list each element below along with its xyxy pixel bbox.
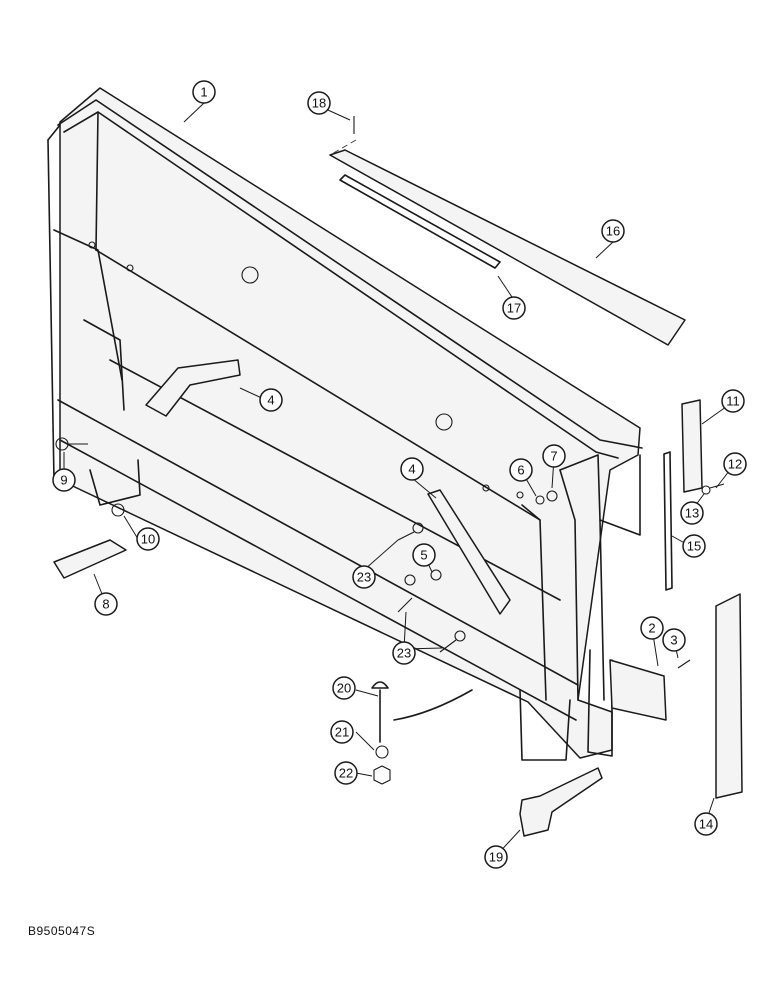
callout-14: 14 [694,812,718,836]
callout-1: 1 [192,80,216,104]
callout-3: 3 [662,628,686,652]
svg-text:12: 12 [728,457,742,472]
callout-11: 11 [721,389,745,413]
callout-12: 12 [723,452,747,476]
svg-text:6: 6 [517,463,524,478]
callout-17: 17 [502,296,526,320]
callout-8: 8 [94,592,118,616]
svg-text:23: 23 [357,570,371,585]
top-cover-plate [329,139,686,346]
svg-text:4: 4 [267,393,274,408]
rod-15 [663,451,673,591]
svg-text:3: 3 [670,633,677,648]
svg-text:7: 7 [550,449,557,464]
callout-16: 16 [601,219,625,243]
svg-text:9: 9 [60,473,67,488]
callout-23-upper: 23 [352,565,376,589]
main-frame [47,87,643,761]
svg-text:21: 21 [335,725,349,740]
callout-15: 15 [682,534,706,558]
callout-19: 19 [484,845,508,869]
svg-text:22: 22 [339,766,353,781]
callout-7: 7 [542,444,566,468]
callout-10: 10 [136,527,160,551]
callout-2: 2 [640,616,664,640]
guide-4-upper [145,359,241,417]
svg-text:15: 15 [687,539,701,554]
callout-18: 18 [307,91,331,115]
svg-text:23: 23 [397,646,411,661]
svg-text:19: 19 [489,850,503,865]
svg-text:11: 11 [726,394,740,409]
callout-22: 22 [334,761,358,785]
svg-text:16: 16 [606,224,620,239]
guide-4-lower [427,489,511,615]
callout-5: 5 [412,543,436,567]
svg-text:8: 8 [102,597,109,612]
callout-23-lower: 23 [392,641,416,665]
figure-reference-code: B9505047S [28,924,96,938]
svg-text:13: 13 [685,506,699,521]
callout-4-lower: 4 [400,457,424,481]
callout-6: 6 [509,458,533,482]
svg-text:5: 5 [420,548,427,563]
bar-2 [609,659,667,721]
callout-13: 13 [680,501,704,525]
plate-8 [53,539,127,579]
svg-text:17: 17 [507,301,521,316]
svg-text:18: 18 [312,96,326,111]
svg-text:1: 1 [200,85,207,100]
fasteners [55,116,725,785]
side-strip-14 [715,593,743,799]
svg-text:4: 4 [408,462,415,477]
callout-21: 21 [330,720,354,744]
callout-4-upper: 4 [259,388,283,412]
svg-text:20: 20 [337,681,351,696]
svg-text:14: 14 [699,817,713,832]
callout-20: 20 [332,676,356,700]
svg-text:2: 2 [648,621,655,636]
callout-9: 9 [52,468,76,492]
bracket-19 [519,767,603,837]
svg-text:10: 10 [141,532,155,547]
side-plate-11 [681,399,703,493]
